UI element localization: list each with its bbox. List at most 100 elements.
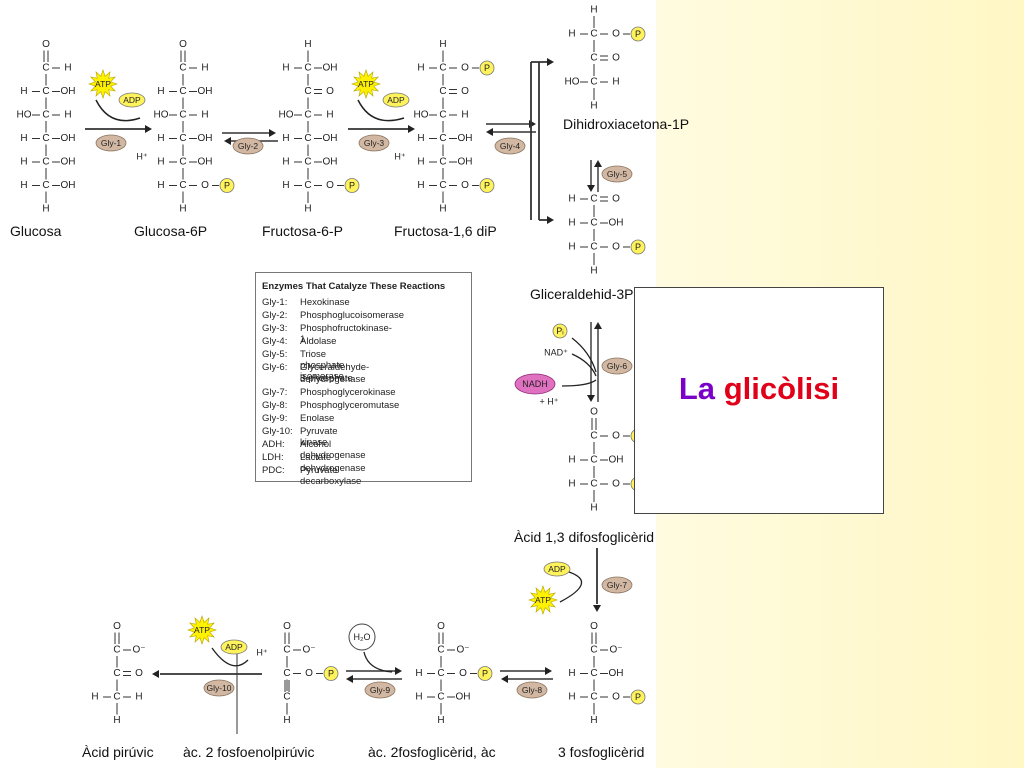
phosphate-label: P [635,242,641,252]
phosphate-icon [630,689,646,705]
phosphate-icon [630,26,646,42]
legend-row-name: Pyruvate decarboxylase [300,464,362,487]
carbon-label: C [304,63,311,74]
atom-label: OH [198,86,213,97]
carbon-label: C [304,110,311,121]
legend-row: LDH:Lactate dehydrogenase [262,452,366,474]
atom-label: O [113,621,121,632]
label-2-fosfoglicerid: àc. 2fosfoglicèrid, àc [368,744,496,760]
enzyme-label: Gly-4 [500,141,521,151]
carbon-label: C [283,692,290,703]
adp-oval [382,92,410,108]
carbon-label: C [590,645,597,656]
carbon-label: C [439,133,446,144]
legend-row-name: Aldolase [300,335,337,347]
enzyme-label: Gly-9 [370,685,391,695]
carbon-label: C [179,86,186,97]
atom-label: H [135,692,142,703]
atom-label: H [326,110,333,121]
atom-label: H [179,204,186,215]
carbon-label: C [437,692,444,703]
carbon-label: C [439,63,446,74]
label-dihidroxiacetona-1p: Dihidroxiacetona-1P [563,116,690,132]
atom-label: H [568,479,575,490]
enzyme-legend: Enzymes That Catalyze These Reactions Gl… [255,272,472,487]
label-3-fosfoglicerid: 3 fosfoglicèrid [558,744,645,760]
nadh-hplus-label: + H⁺ [539,396,558,406]
atom-label: H [439,39,446,50]
atp-star-icon [88,69,118,99]
carbon-label: C [590,431,597,442]
phosphate-label: P [482,668,488,678]
legend-row-name: Phosphofructokinase-1 [300,322,392,345]
curved-arrow [571,353,597,377]
enzyme-oval [601,576,633,594]
label-acid-piruvic: Àcid pirúvic [82,744,154,760]
phosphate-icon [479,178,495,193]
arrow-head [269,129,276,137]
legend-row: Gly-1:Hexokinase [262,297,350,308]
atom-label: H [590,101,597,112]
atom-label: HO [154,110,169,121]
enzyme-label: Gly-5 [607,169,628,179]
legend-row: dehydrogenase [262,374,366,385]
atom-label: O [135,668,143,679]
label-glucosa: Glucosa [10,223,62,239]
carbon-label: C [179,133,186,144]
atom-label: H [437,715,444,726]
curved-arrow [95,99,141,122]
pi-label: Pᵢ [556,326,563,336]
atom-label: H [568,194,575,205]
enzyme-oval [516,681,548,699]
pi-circle-icon [552,323,568,339]
atom-label: O [305,668,313,679]
adp-oval [543,561,571,577]
atom-label: O [590,407,598,418]
slide-title: La glicòlisi [635,371,883,407]
carbon-label: C [179,157,186,168]
legend-row: Gly-8:Phosphoglyceromutase [262,400,399,411]
hplus-label: H⁺ [136,151,147,161]
atom-label: OH [61,133,76,144]
atom-label: HO [17,110,32,121]
atom-label: H [157,133,164,144]
carbon-label: C [304,86,311,97]
label-acid-13-difosfoglicerid: Àcid 1,3 difosfoglicèrid [514,529,655,545]
enzyme-label: Gly-6 [607,361,628,371]
atp-label: ATP [95,79,111,89]
carbon-label: C [42,63,49,74]
atom-label: OH [198,133,213,144]
phosphate-icon [630,239,646,255]
atp-label: ATP [194,625,210,635]
atom-label: O [201,180,209,191]
atom-label: O [612,29,620,40]
phosphate-icon [219,178,235,193]
atom-label: OH [458,157,473,168]
atom-label: H [304,204,311,215]
atom-label: OH [323,63,338,74]
title-part-glicolisi: glicòlisi [723,371,840,406]
atom-label: O [461,86,469,97]
arrow-head [152,670,159,678]
legend-row: Gly-6:Glyceraldehyde-3-phosphate [262,362,369,384]
atom-label: O [459,668,467,679]
atom-label: H [64,110,71,121]
legend-row: PDC:Pyruvate decarboxylase [262,465,361,487]
adp-label: ADP [123,95,141,105]
legend-row-code: Gly-1: [262,297,288,308]
atom-label: OH [456,692,471,703]
atom-label: H [590,266,597,277]
carbon-label: C [113,668,120,679]
water-label: H₂O [354,632,371,642]
carbon-label: C [283,668,290,679]
arrow-head [395,667,402,675]
carbon-label: C [42,133,49,144]
label-glucosa-6p: Glucosa-6P [134,223,208,239]
atom-label: H [282,180,289,191]
atom-label: H [417,157,424,168]
atom-label: H [157,180,164,191]
atom-label: H [282,157,289,168]
atom-label: H [20,180,27,191]
carbon-label: C [304,133,311,144]
carbon-label: C [179,63,186,74]
